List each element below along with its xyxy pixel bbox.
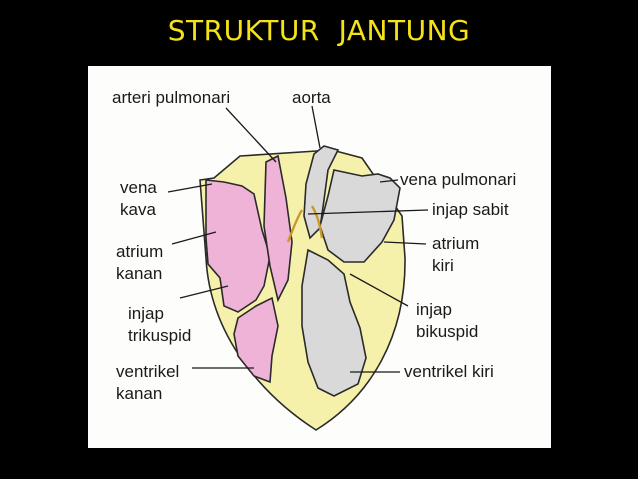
- leader-injap-trikuspid: [179, 285, 229, 299]
- label-ventrikel-kanan-1: ventrikel: [116, 362, 180, 381]
- label-ventrikel-kanan-2: kanan: [116, 384, 163, 403]
- label-arteri-pulmonari: arteri pulmonari: [112, 88, 231, 107]
- slide-title: STRUKTUR JANTUNG: [167, 14, 471, 47]
- leader-atrium-kanan: [171, 231, 217, 245]
- leader-vena-kava: [167, 183, 213, 193]
- leader-vena-pulmonari: [379, 179, 399, 183]
- label-injap-sabit: injap sabit: [432, 200, 509, 219]
- leader-aorta: [311, 105, 321, 149]
- label-vena-kava-1: vena: [120, 178, 157, 197]
- label-injap-trikuspid-2: trikuspid: [128, 326, 192, 345]
- label-ventrikel-kiri: ventrikel kiri: [404, 362, 494, 381]
- atrium-kanan: [205, 179, 271, 313]
- label-atrium-kanan-2: kanan: [116, 264, 163, 283]
- injap-sabit-flaps: [286, 205, 324, 243]
- label-vena-kava-2: kava: [120, 200, 156, 219]
- label-atrium-kanan-1: atrium: [116, 242, 164, 261]
- leader-lines: [167, 105, 429, 373]
- heart-diagram: arteri pulmonari aorta vena kava vena pu…: [88, 66, 551, 448]
- label-atrium-kiri-1: atrium: [432, 234, 480, 253]
- label-injap-bikuspid-1: injap: [416, 300, 452, 319]
- label-vena-pulmonari: vena pulmonari: [400, 170, 517, 189]
- leader-arteri-pulmonari: [225, 107, 277, 163]
- arteri-pulmonari-trunk: [263, 154, 293, 303]
- leader-atrium-kiri: [383, 241, 427, 245]
- label-injap-bikuspid-2: bikuspid: [416, 322, 479, 341]
- label-injap-trikuspid-1: injap: [128, 304, 164, 323]
- leader-injap-sabit: [307, 209, 429, 215]
- leader-injap-bikuspid: [349, 273, 409, 307]
- ventrikel-kiri: [301, 248, 367, 397]
- label-aorta: aorta: [292, 88, 331, 107]
- label-atrium-kiri-2: kiri: [432, 256, 454, 275]
- heart-drawing: [167, 105, 429, 431]
- ventrikel-kanan: [233, 296, 279, 384]
